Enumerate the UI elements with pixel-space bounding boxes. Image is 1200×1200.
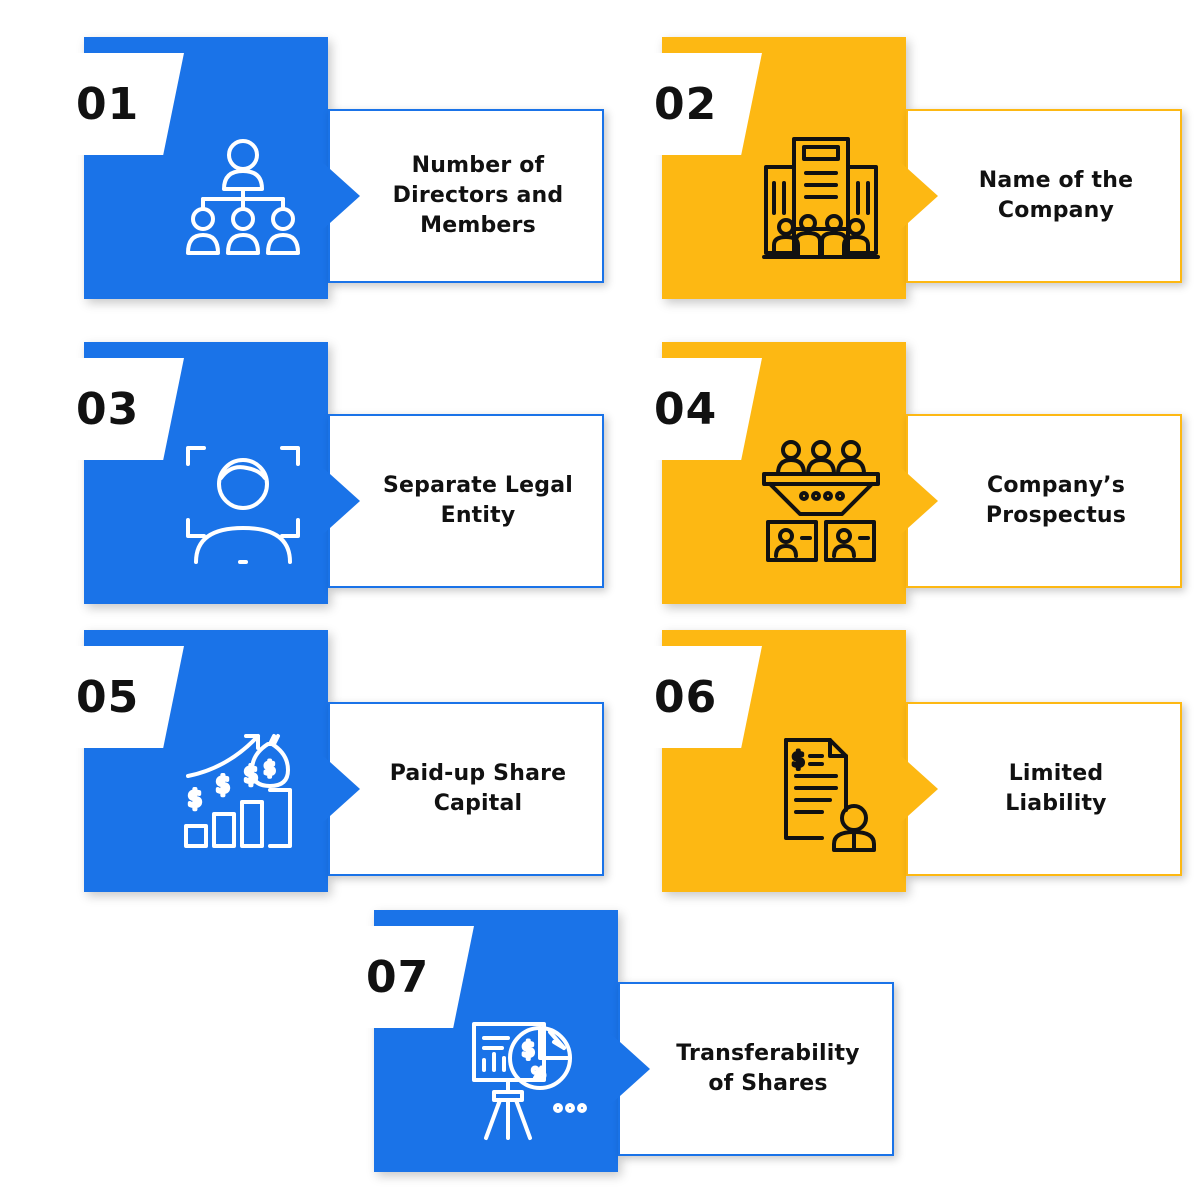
card-number: 01	[76, 78, 140, 130]
number-badge: 05	[54, 646, 184, 748]
company-building-icon	[756, 133, 886, 263]
label-line: Separate Legal	[382, 473, 574, 498]
card-number: 02	[654, 78, 718, 130]
svg-text:$: $	[522, 1037, 535, 1061]
number-badge: 04	[632, 358, 762, 460]
card-label-box: Transferability of Shares	[618, 982, 894, 1156]
audience-funnel-icon	[756, 438, 886, 568]
label-line: Name of the	[978, 168, 1134, 193]
card-number: 03	[76, 383, 140, 435]
document-agent-icon: $	[756, 726, 886, 856]
number-badge: 02	[632, 53, 762, 155]
label-line: of Shares	[708, 1071, 828, 1096]
label-line: Number of	[411, 153, 545, 178]
label-line: Company	[997, 198, 1115, 223]
svg-text:$: $	[216, 773, 230, 798]
org-chart-icon	[178, 133, 308, 263]
label-line: Capital	[433, 791, 523, 816]
label-line: Directors and	[392, 183, 564, 208]
label-line: Members	[420, 213, 536, 238]
svg-text:$: $	[792, 747, 805, 771]
svg-text:$: $	[264, 758, 275, 779]
card-number: 05	[76, 671, 140, 723]
number-badge: 07	[344, 926, 474, 1028]
person-focus-icon	[178, 438, 308, 568]
card-number: 06	[654, 671, 718, 723]
presentation-chart-icon: $ %	[468, 1014, 598, 1144]
number-badge: 01	[54, 53, 184, 155]
label-line: Company’s	[986, 473, 1126, 498]
card-number: 07	[366, 951, 430, 1003]
label-line: Limited	[1008, 761, 1104, 786]
number-badge: 03	[54, 358, 184, 460]
label-line: Liability	[1005, 791, 1107, 816]
card-number: 04	[654, 383, 718, 435]
svg-text:$: $	[244, 763, 258, 788]
svg-text:%: %	[532, 1066, 545, 1082]
money-growth-icon: $ $ $ $	[178, 726, 308, 856]
label-line: Entity	[440, 503, 516, 528]
number-badge: 06	[632, 646, 762, 748]
label-line: Transferability	[676, 1041, 860, 1066]
label-line: Prospectus	[985, 503, 1127, 528]
card-label: Transferability of Shares	[632, 1039, 879, 1099]
label-line: Paid-up Share	[389, 761, 567, 786]
svg-text:$: $	[188, 787, 202, 812]
